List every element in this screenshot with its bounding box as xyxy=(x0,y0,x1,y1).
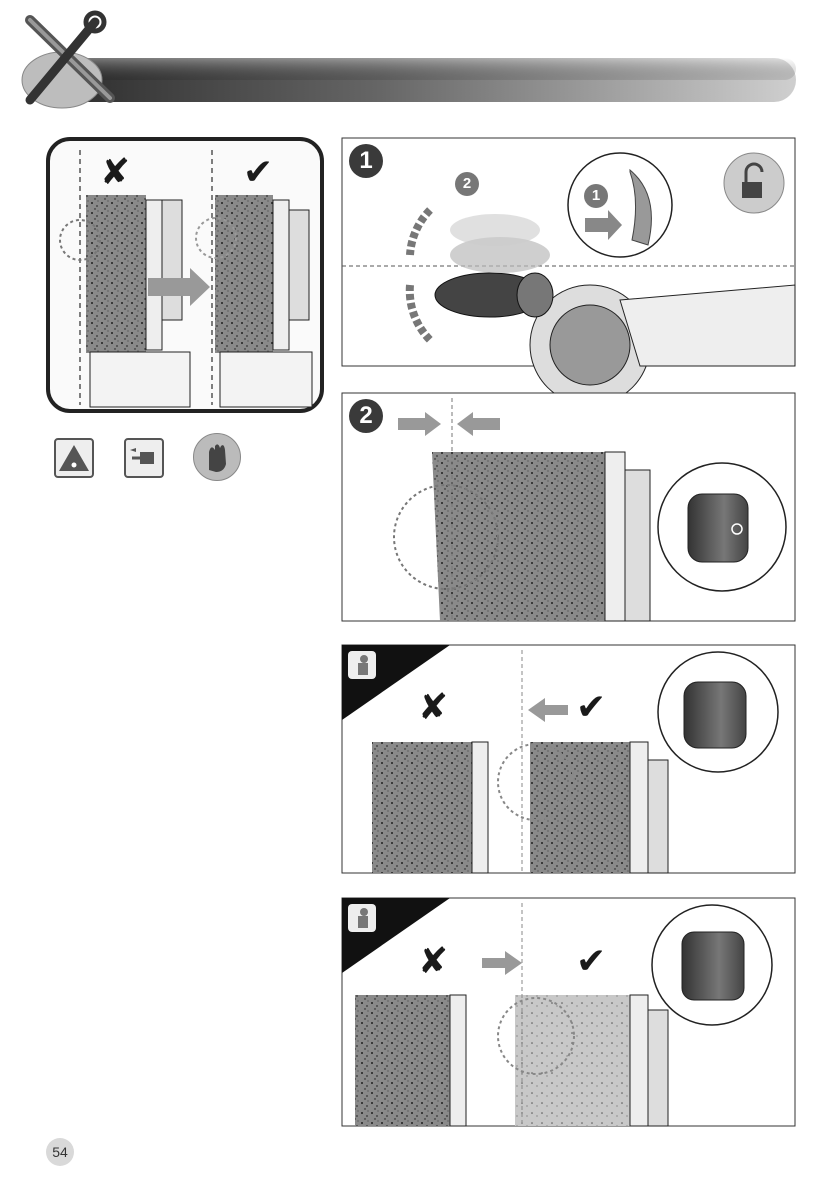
sub-step-2-badge: 2 xyxy=(455,172,479,196)
right-mark: ✔ xyxy=(576,690,606,726)
figure-a xyxy=(48,139,322,411)
unplug-icon xyxy=(124,438,164,478)
step-2-badge: 2 xyxy=(349,399,383,433)
right-mark: ✔ xyxy=(576,944,606,980)
header-bar xyxy=(40,58,796,102)
warning-icon xyxy=(54,438,94,478)
panel2-art xyxy=(342,393,795,621)
tip-icon xyxy=(348,904,376,932)
panel4-art xyxy=(342,898,795,1126)
right-mark: ✔ xyxy=(243,155,273,191)
unlock-icon xyxy=(724,153,784,213)
wrong-mark: ✘ xyxy=(100,155,130,191)
page-number: 54 xyxy=(46,1138,74,1166)
step-1-badge: 1 xyxy=(349,144,383,178)
panel3-art xyxy=(342,645,795,873)
wrong-mark: ✘ xyxy=(418,944,448,980)
sub-step-1-badge: 1 xyxy=(584,184,608,208)
tip-icon xyxy=(348,651,376,679)
wrong-mark: ✘ xyxy=(418,690,448,726)
gloves-icon xyxy=(193,433,241,481)
